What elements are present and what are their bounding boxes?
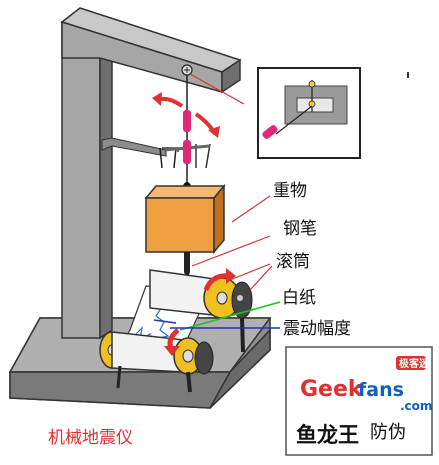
inset-detail-box bbox=[257, 67, 361, 159]
watermark-badge bbox=[396, 356, 426, 370]
leader-drum-2 bbox=[249, 265, 273, 291]
inset-pointer-line bbox=[189, 73, 245, 105]
stray-mark bbox=[407, 72, 409, 78]
diagram-caption: 机械地震仪 bbox=[48, 428, 133, 448]
leader-drum-1 bbox=[229, 263, 271, 281]
weight-block bbox=[144, 183, 226, 255]
watermark-brand-fans: fans bbox=[358, 379, 404, 401]
pivot-screw-icon bbox=[181, 64, 193, 76]
watermark-brand-geek: Geek bbox=[300, 377, 364, 402]
drum-front bbox=[99, 331, 214, 393]
label-pen: 钢笔 bbox=[283, 219, 317, 239]
watermark-badge-text: 极客迷 bbox=[399, 357, 430, 370]
label-weight: 重物 bbox=[273, 181, 307, 201]
watermark-anti-fake: 防伪 bbox=[370, 422, 406, 443]
amplitude-marker bbox=[153, 319, 177, 324]
watermark-signature: 鱼龙王 bbox=[296, 423, 359, 447]
watermark-brand-com: .com bbox=[400, 399, 432, 413]
label-drum: 滚筒 bbox=[276, 252, 310, 272]
leader-paper bbox=[179, 301, 281, 331]
swing-arrows-icon bbox=[152, 92, 220, 138]
watermark-box: 极客迷 Geek fans .com 鱼龙王 防伪 bbox=[285, 346, 433, 456]
frame-arm bbox=[60, 7, 242, 94]
frame-column bbox=[61, 21, 113, 340]
rotation-arrows-icon bbox=[164, 268, 236, 356]
leader-weight bbox=[231, 195, 271, 223]
label-paper: 白纸 bbox=[282, 288, 316, 308]
pendulum-pink-segment bbox=[183, 110, 191, 132]
leader-pen bbox=[191, 235, 271, 267]
fork-guide bbox=[101, 137, 211, 169]
pendulum-pink-segment-lower bbox=[183, 140, 191, 164]
label-amplitude: 震动幅度 bbox=[283, 319, 351, 339]
